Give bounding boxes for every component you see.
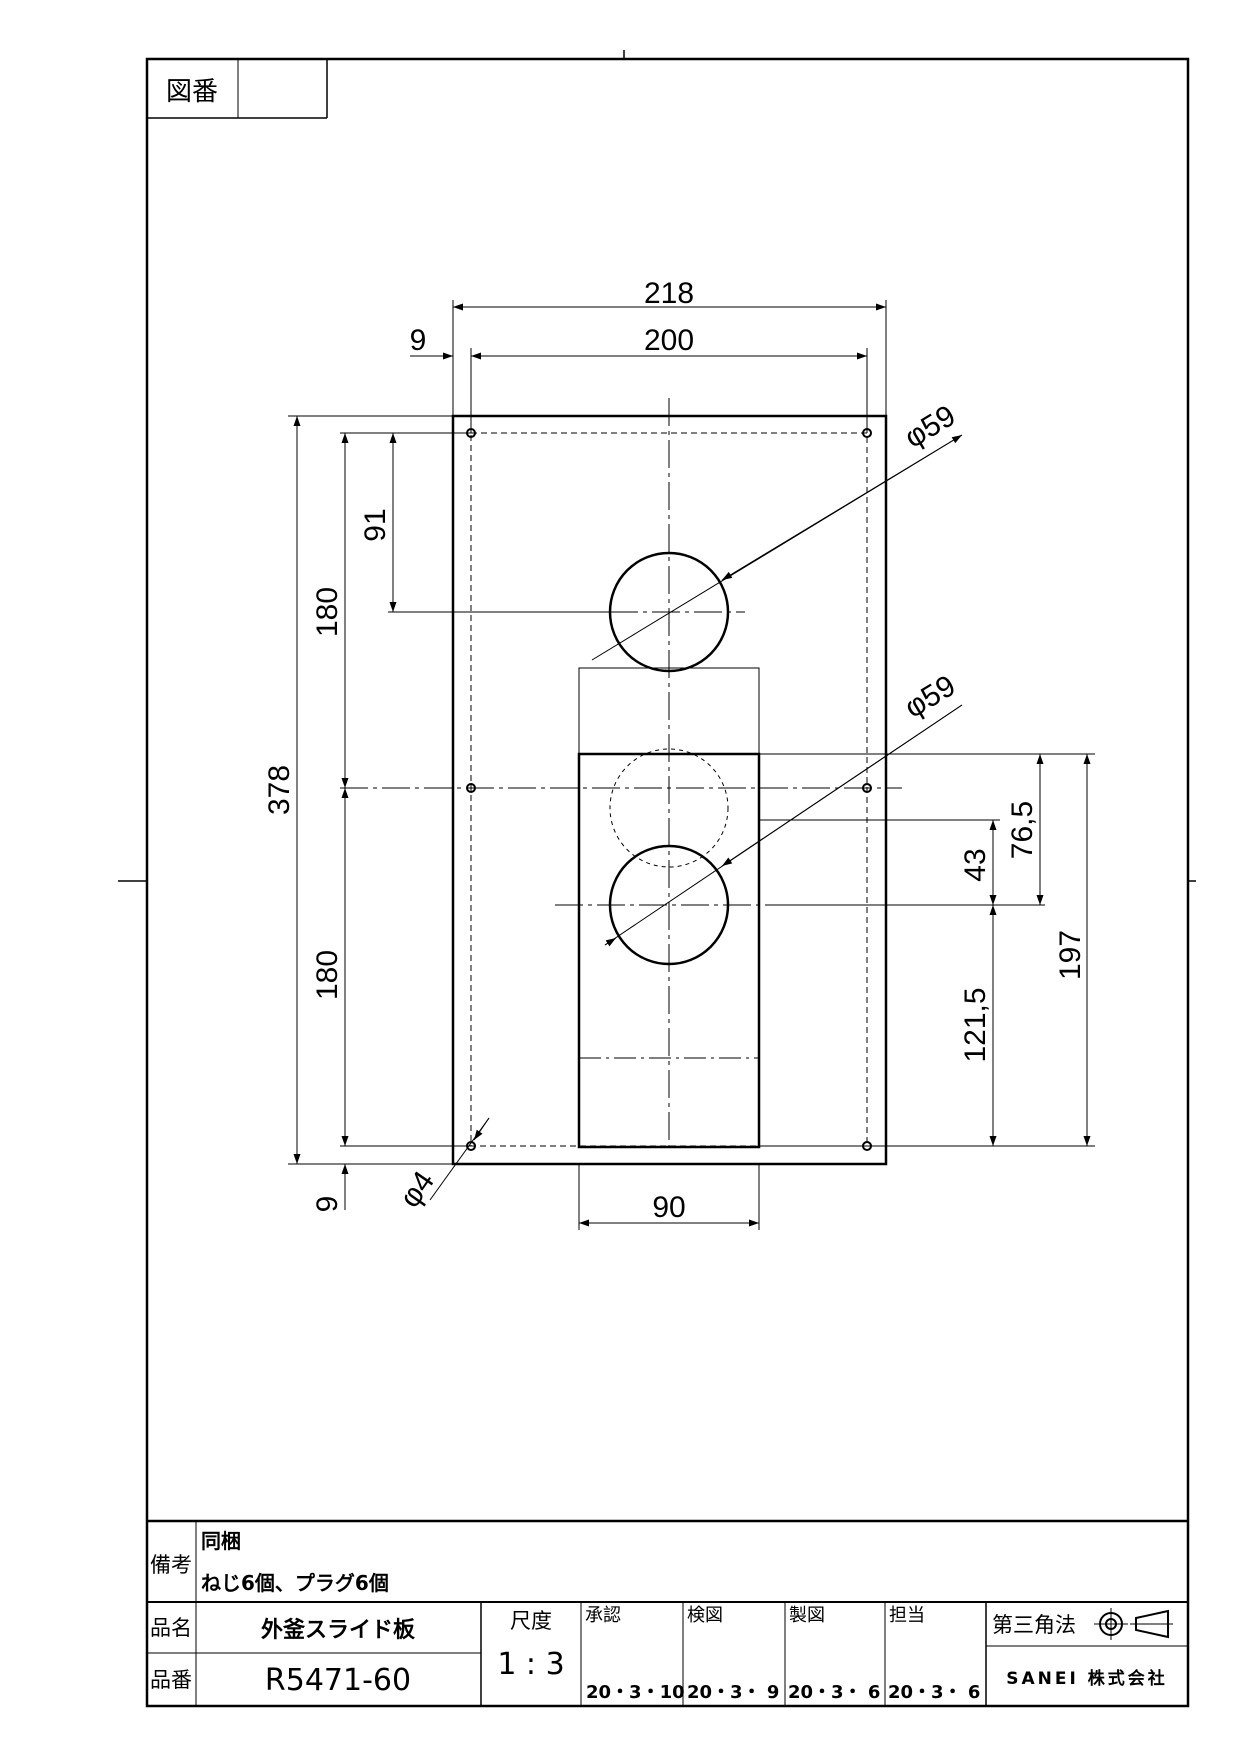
dim-overall-width: 218 [644, 277, 694, 310]
drawing-number-box: 図番 [147, 59, 328, 119]
dim-inner-width: 200 [644, 324, 694, 357]
lower-hole [608, 844, 730, 966]
third-angle-projection-icon [1094, 1608, 1173, 1640]
dim-center-offset: 91 [359, 508, 392, 541]
dim-lower-offset: 121,5 [959, 987, 992, 1062]
dim-lower-pitch: 180 [311, 950, 344, 1000]
checked-date: 20・3・ 9 [687, 1682, 779, 1703]
title-block-text: 備考 同梱 ねじ6個、プラグ6個 品名 外釜スライド板 品番 R5471-60 … [150, 1529, 1167, 1703]
dim-slide-height: 197 [1054, 930, 1087, 980]
drawn-date: 20・3・ 6 [788, 1682, 880, 1703]
dimension-lines [288, 300, 1095, 1227]
dim-slide-width: 90 [652, 1191, 685, 1224]
drawn-label: 製図 [789, 1605, 825, 1626]
in-charge-label: 担当 [889, 1605, 925, 1626]
part-number-label: 品番 [150, 1668, 192, 1692]
dim-edge-offset-top: 9 [410, 324, 427, 357]
approved-label: 承認 [585, 1605, 621, 1626]
dim-screw-hole: φ4 [393, 1165, 441, 1214]
phantom-hole [609, 748, 729, 868]
dim-slide-offset: 76,5 [1006, 801, 1039, 859]
remarks-label: 備考 [150, 1553, 192, 1577]
dim-upper-pitch: 180 [311, 587, 344, 637]
checked-label: 検図 [687, 1605, 723, 1626]
hole-pitch-rectangle [470, 432, 868, 1147]
scale-label: 尺度 [510, 1609, 552, 1633]
part-name-label: 品名 [150, 1616, 192, 1640]
in-charge-date: 20・3・ 6 [888, 1682, 980, 1703]
remarks-line-1: 同梱 [201, 1529, 241, 1553]
dim-hole-diameter-upper: φ59 [899, 399, 961, 454]
approved-date: 20・3・10 [586, 1682, 685, 1703]
drawing-border [145, 57, 1190, 1708]
title-block [147, 1519, 1188, 1706]
part-name: 外釜スライド板 [261, 1617, 416, 1643]
dim-overall-height: 378 [263, 765, 296, 815]
scale-value: 1 : 3 [497, 1647, 564, 1682]
projection-label: 第三角法 [992, 1613, 1076, 1637]
dim-hole-diameter-lower: φ59 [899, 669, 961, 724]
drawing-number-label: 図番 [166, 77, 218, 107]
part-number: R5471-60 [265, 1663, 411, 1698]
screw-hole [466, 783, 476, 793]
dim-edge-offset-bottom: 9 [311, 1196, 344, 1213]
company-name: SANEI 株式会社 [1006, 1668, 1167, 1689]
dim-slide-travel: 43 [959, 848, 992, 881]
remarks-line-2: ねじ6個、プラグ6個 [201, 1571, 389, 1595]
screw-hole [862, 783, 872, 793]
dimension-texts: 218 200 9 φ59 φ59 91 180 180 378 9 φ4 90… [263, 277, 1087, 1224]
